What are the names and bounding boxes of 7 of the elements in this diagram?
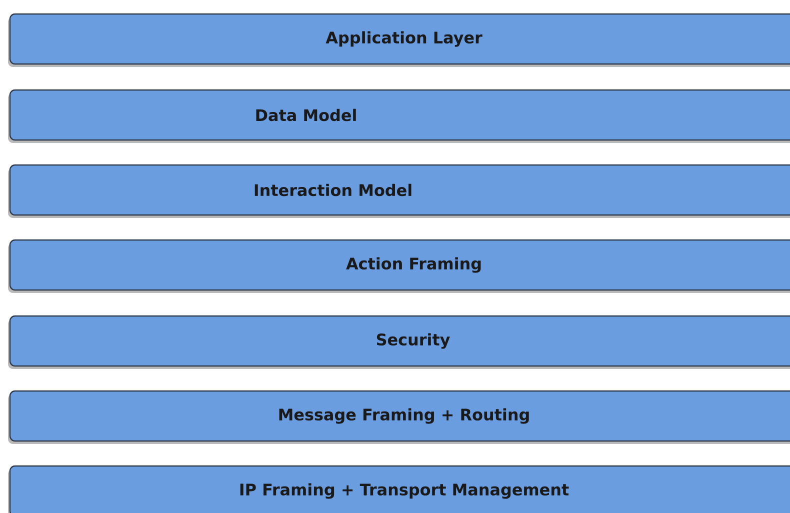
layer-bar: Application Layer	[8, 13, 790, 67]
layer-bar: Interaction Model	[8, 164, 790, 218]
layer-bar: IP Framing + Transport Management	[8, 465, 790, 513]
layer-bar: Action Framing	[8, 239, 790, 293]
layer-bar: Message Framing + Routing	[8, 390, 790, 444]
layer-bar: Security	[8, 315, 790, 369]
layer-bar: Data Model	[8, 89, 790, 143]
